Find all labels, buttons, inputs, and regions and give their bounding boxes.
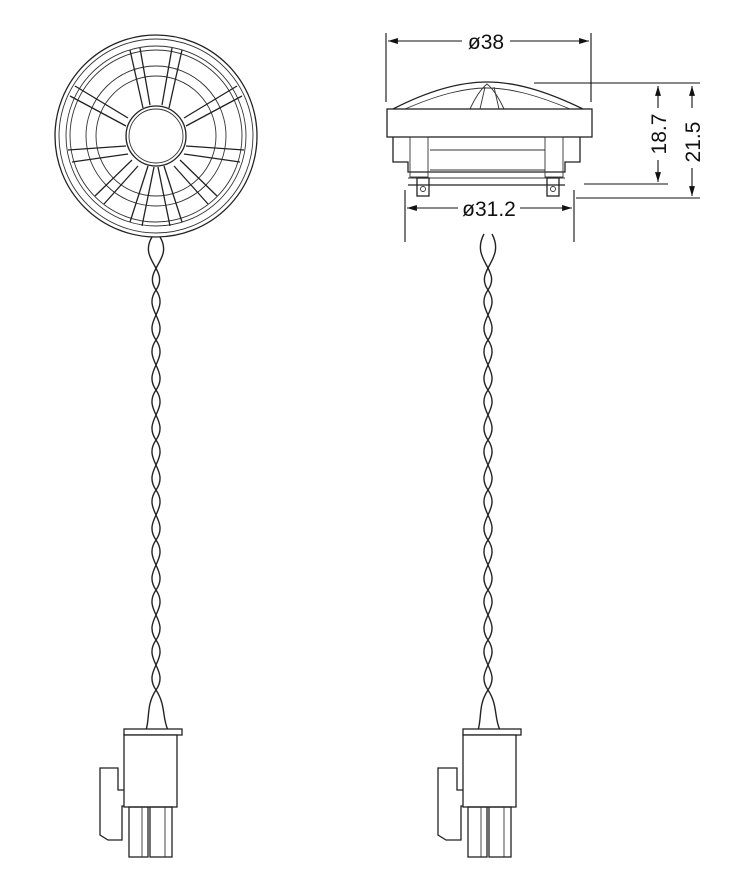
front-connector [99,728,183,858]
dim-total-height-label: 21.5 [682,122,705,163]
dimension-heights: 18.7 21.5 [534,82,705,199]
side-connector [437,728,522,858]
grille-spokes [67,47,245,227]
front-twisted-wire [145,236,169,731]
dim-outer-diameter-label: ø38 [468,31,504,54]
dim-mount-diameter-label: ø31.2 [462,198,516,221]
dimension-outer-diameter: ø38 [385,31,592,102]
side-twisted-wire [477,233,501,731]
side-view [386,81,593,197]
front-view [54,34,258,238]
dimension-mount-diameter: ø31.2 [404,190,575,242]
dim-body-height-label: 18.7 [648,114,671,155]
